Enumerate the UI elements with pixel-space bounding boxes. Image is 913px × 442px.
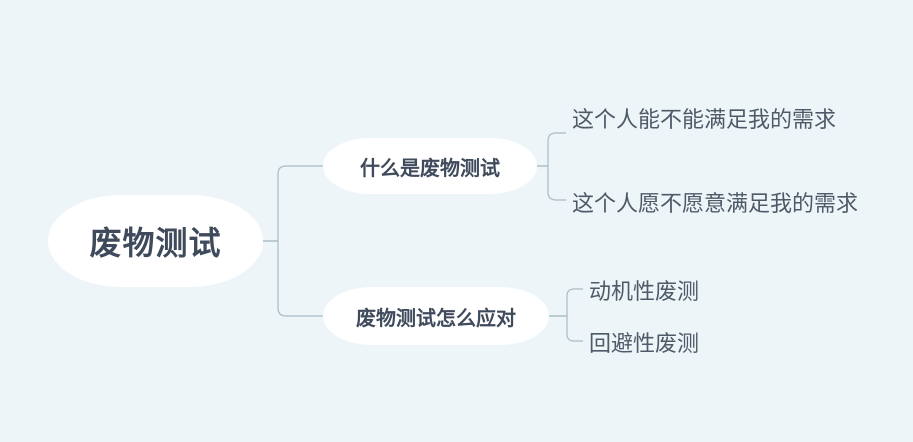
subtopic-avoidant-test[interactable]: 回避性废测 xyxy=(589,332,700,357)
connector-branch-2-leaf-2 xyxy=(549,315,583,342)
root-topic-label: 废物测试 xyxy=(89,224,222,262)
branch-topic-what-is-test[interactable]: 什么是废物测试 xyxy=(323,138,537,194)
connector-root-branch-1 xyxy=(262,165,323,242)
subtopic-willing-to-satisfy[interactable]: 这个人愿不愿意满足我的需求 xyxy=(572,192,859,217)
branch-topic-label: 废物测试怎么应对 xyxy=(356,305,516,330)
branch-topic-label: 什么是废物测试 xyxy=(360,155,500,180)
connector-branch-2-leaf-1 xyxy=(549,288,583,317)
connector-root-branch-2 xyxy=(262,240,323,317)
connector-branch-1-leaf-1 xyxy=(537,132,566,167)
branch-topic-how-to-respond[interactable]: 废物测试怎么应对 xyxy=(323,287,549,345)
subtopic-motivational-test[interactable]: 动机性废测 xyxy=(589,280,700,305)
subtopic-can-satisfy[interactable]: 这个人能不能满足我的需求 xyxy=(572,108,837,133)
connector-branch-1-leaf-2 xyxy=(537,165,566,201)
root-topic-node[interactable]: 废物测试 xyxy=(48,195,263,287)
